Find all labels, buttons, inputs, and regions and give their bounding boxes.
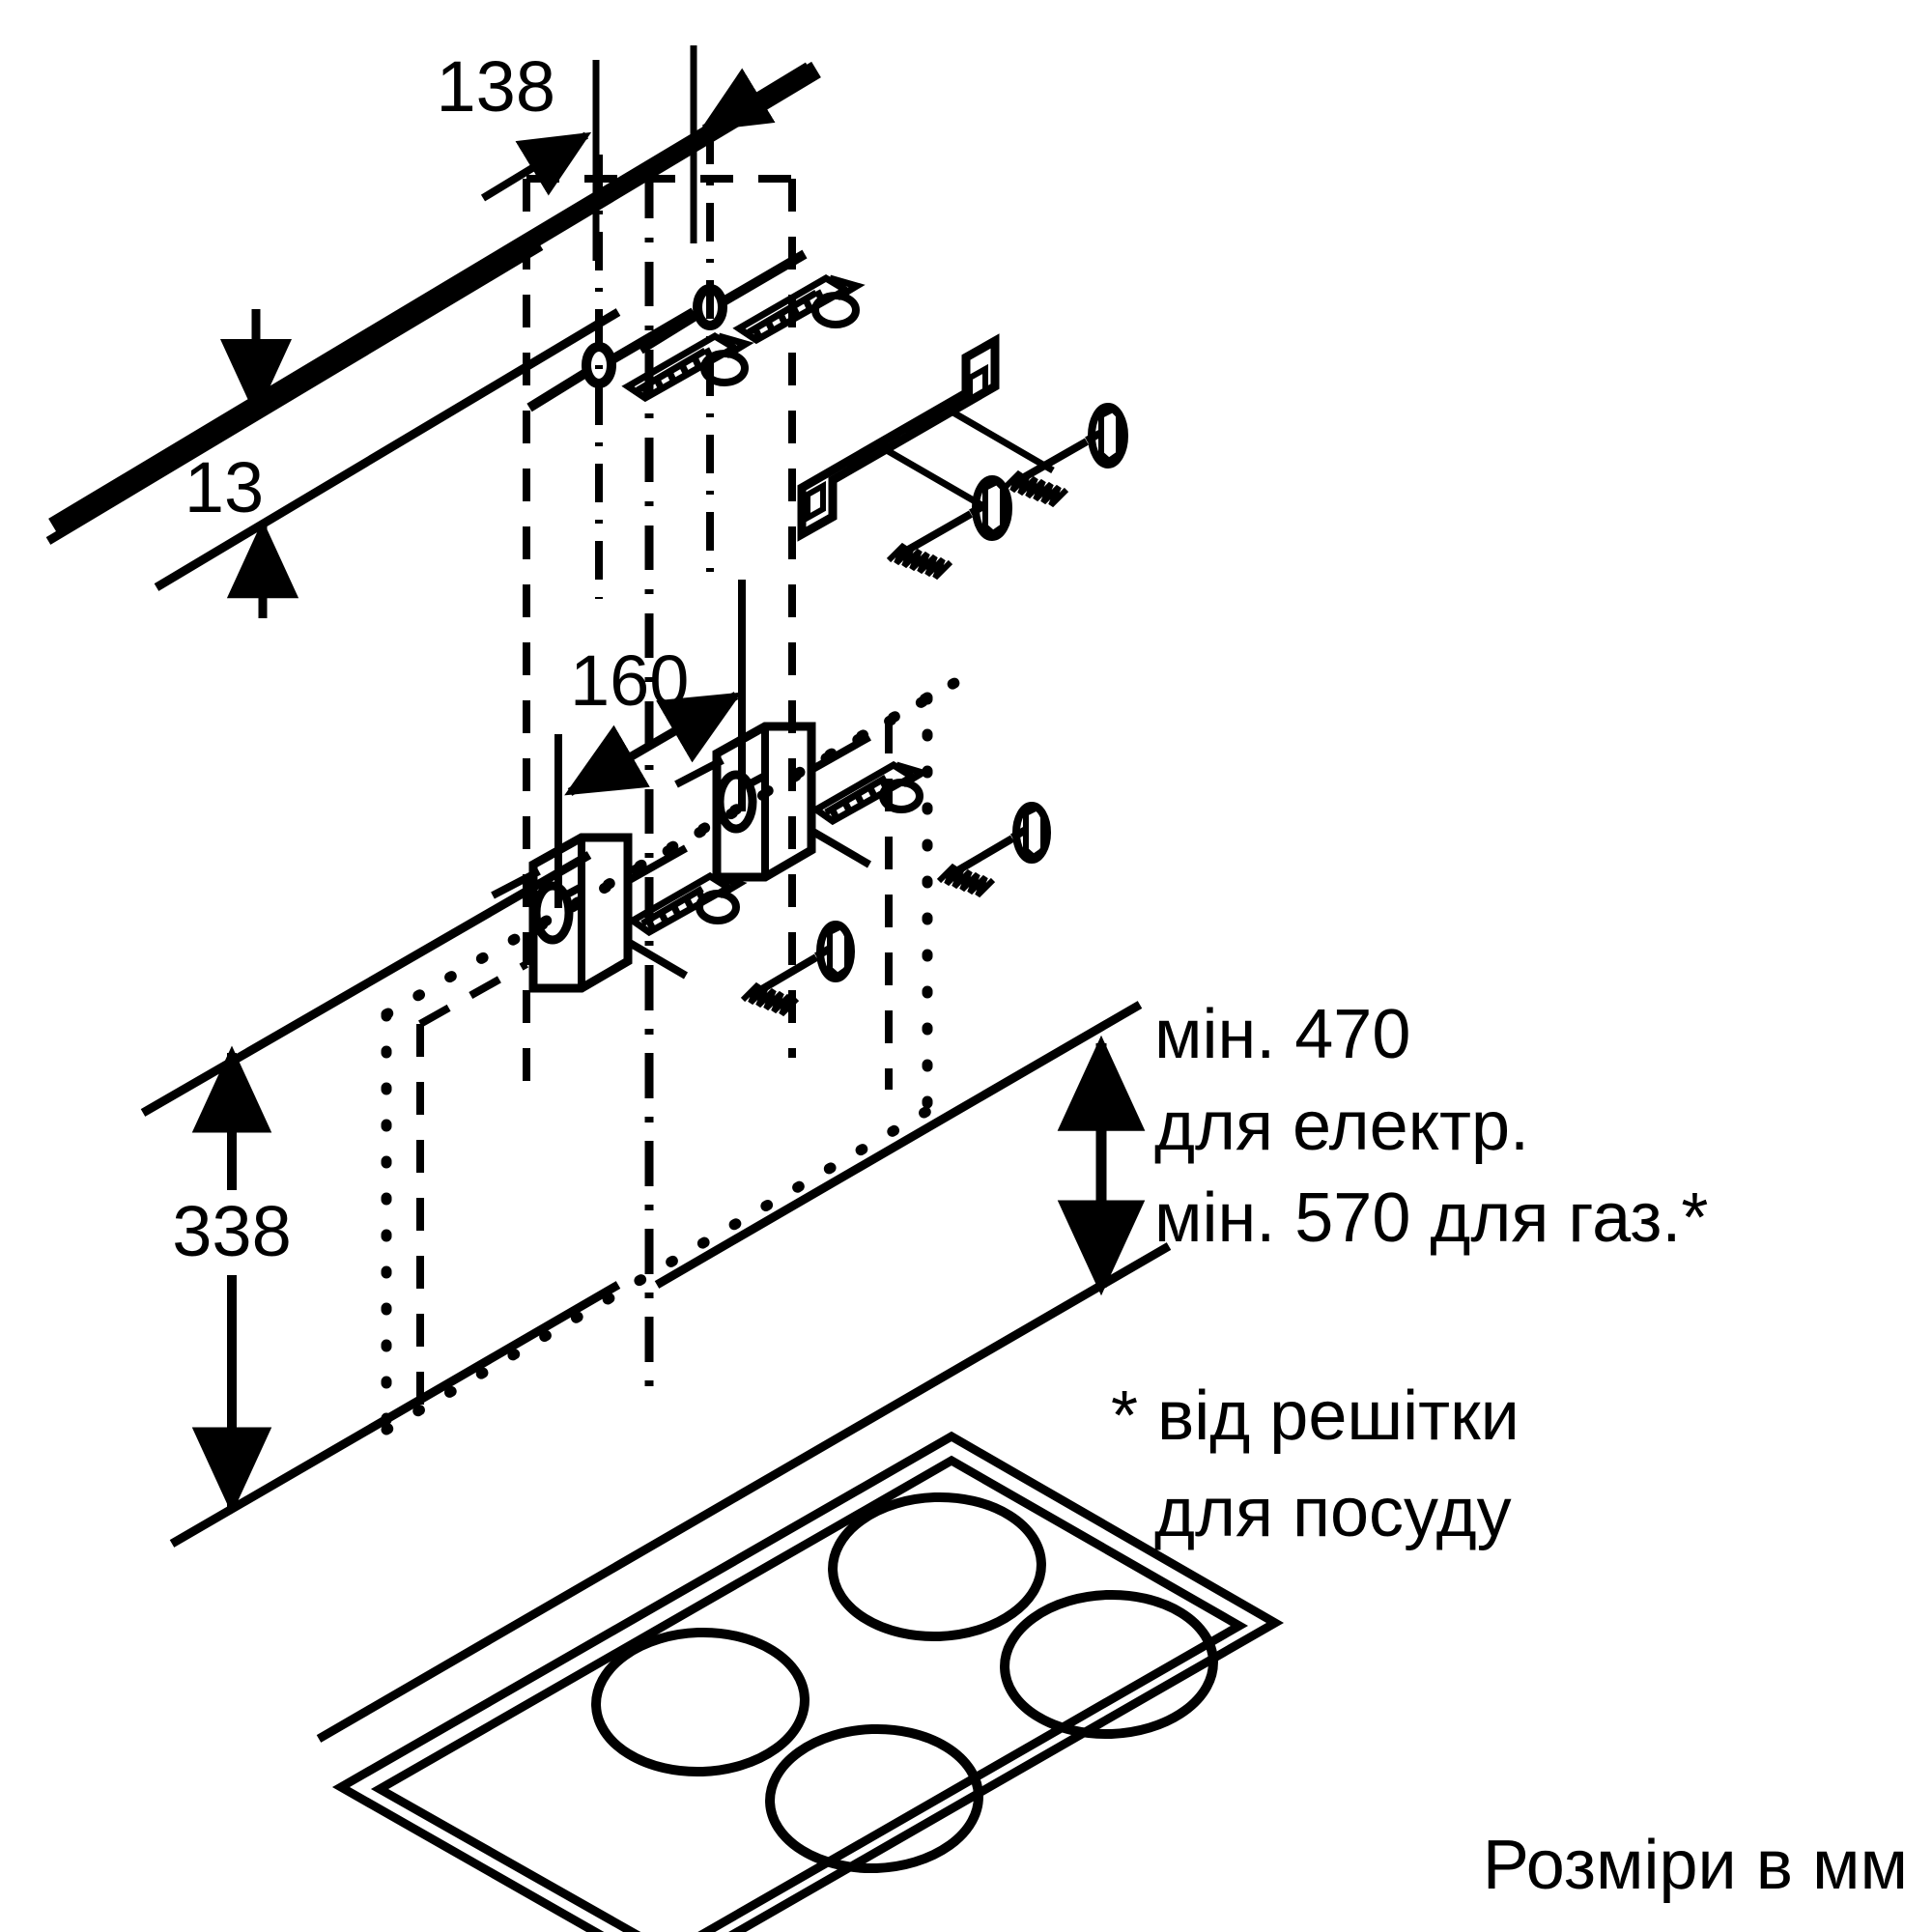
wall-top-edge (48, 61, 821, 535)
units-caption: Розміри в мм (1483, 1827, 1908, 1904)
dimension-138-label: 138 (437, 46, 555, 127)
screw-upper-outer (886, 475, 1012, 581)
footnote-line-1: * від решітки (1111, 1378, 1520, 1455)
dimension-338-label: 338 (172, 1191, 291, 1271)
clearance-note-line-1: мін. 470 (1154, 996, 1410, 1073)
clearance-note-line-2: для електр. (1154, 1088, 1529, 1165)
dimension-clearance-leaders (316, 1001, 1172, 1743)
mounting-rail-bracket (797, 333, 1055, 542)
dimension-338-leaders (140, 851, 621, 1548)
hood-hidden-outline-upper (523, 175, 796, 1082)
footnote-line-2: для посуду (1154, 1474, 1512, 1551)
screw-lower-outer (936, 802, 1051, 898)
wall-plug-lower-left (626, 871, 748, 937)
hood-dotted-outline (381, 692, 933, 1435)
screw-lower-inner (740, 921, 855, 1017)
clearance-note-line-3: мін. 570 для газ.* (1154, 1179, 1708, 1257)
wall-bracket-left (491, 833, 689, 993)
hood-dotted-outline-secondary (535, 670, 972, 931)
cooktop (331, 1431, 1285, 1932)
screw-upper-inner (1002, 403, 1128, 508)
hood-hidden-outline-lower (416, 721, 893, 1406)
dimension-138-leaders (480, 45, 810, 261)
wall-plug-upper-right (638, 249, 866, 355)
dimension-13-leaders (45, 242, 621, 618)
dimension-160-label: 160 (570, 640, 689, 721)
wall-plug-lower-right (810, 760, 931, 826)
dimension-13-label: 13 (185, 447, 264, 527)
